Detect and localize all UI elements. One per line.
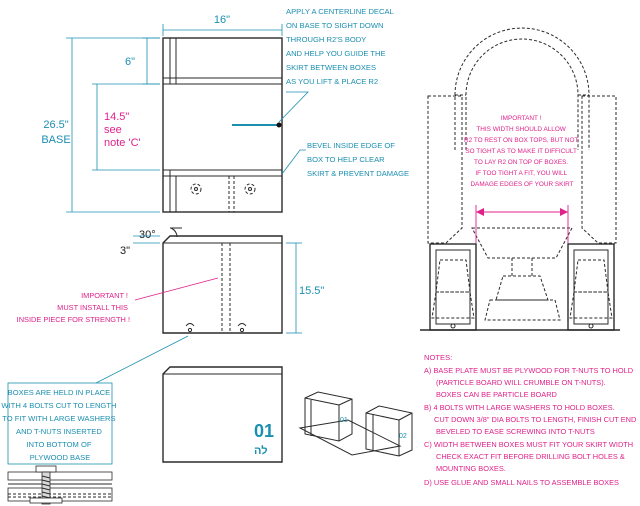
box-01-label: 01: [254, 421, 274, 441]
dim-note-c: note 'C': [104, 137, 141, 149]
notes-block: NOTES: A) BASE PLATE MUST BE PLYWOOD FOR…: [424, 353, 638, 487]
box-side-view: 30° 3" 15.5": [120, 227, 324, 334]
r2-front-elevation: IMPORTANT ! THIS WIDTH SHOULD ALLOW R2 T…: [420, 27, 620, 331]
bolt-cross-section: [7, 465, 113, 505]
isometric-boxes: 01 02: [298, 391, 413, 457]
dim-width-16: 16": [214, 14, 230, 26]
bolt-hole-right: [244, 183, 256, 195]
iso-box-02-label: 02: [399, 433, 407, 440]
dim-base-26-5: 26.5": [43, 119, 68, 131]
bevel-note: BEVEL INSIDE EDGE OF BOX TO HELP CLEAR S…: [307, 141, 409, 178]
iso-box-01-label: 01: [340, 417, 348, 424]
iso-box-02: 02: [365, 405, 413, 457]
bolt-hole-left: [190, 183, 202, 195]
logo-mark: לה: [254, 444, 268, 457]
width-warning-note: IMPORTANT ! THIS WIDTH SHOULD ALLOW R2 T…: [464, 115, 580, 188]
iso-box-01: 01: [304, 391, 353, 442]
bolt-detail: BOXES ARE HELD IN PLACE WITH 4 BOLTS CUT…: [1, 335, 189, 505]
notes-heading: NOTES:: [424, 353, 452, 362]
base-label: BASE: [41, 134, 70, 146]
dim-angle-30: 30°: [139, 229, 156, 241]
box-01-side-view: 01 לה: [162, 366, 283, 463]
bolts-note: BOXES ARE HELD IN PLACE WITH 4 BOLTS CUT…: [1, 388, 118, 462]
centerline-note: APPLY A CENTERLINE DECAL ON BASE TO SIGH…: [286, 7, 396, 86]
bottom-box-outline: [162, 169, 283, 213]
top-box-outline: [162, 37, 283, 85]
centerline-dot: [276, 122, 282, 128]
bolts-note-box: [7, 382, 113, 465]
dim-height-15-5: 15.5": [299, 285, 324, 297]
dim-see: see: [104, 124, 122, 136]
dim-height-6: 6": [125, 56, 135, 68]
bevel-callout: BEVEL INSIDE EDGE OF BOX TO HELP CLEAR S…: [281, 141, 409, 178]
centerline-callout: APPLY A CENTERLINE DECAL ON BASE TO SIGH…: [278, 7, 396, 123]
inside-piece-note: IMPORTANT ! MUST INSTALL THIS INSIDE PIE…: [17, 291, 130, 324]
inside-piece-callout: IMPORTANT ! MUST INSTALL THIS INSIDE PIE…: [17, 277, 219, 324]
notes-list: A) BASE PLATE MUST BE PLYWOOD FOR T-NUTS…: [424, 366, 638, 487]
r2-dome-outline: [454, 27, 590, 150]
dim-depth-3: 3": [120, 245, 130, 257]
dim-gap-14-5: 14.5": [104, 111, 129, 123]
base-plan-view: 16" 6" 26.5" BASE 14.5" see note 'C': [41, 14, 283, 213]
